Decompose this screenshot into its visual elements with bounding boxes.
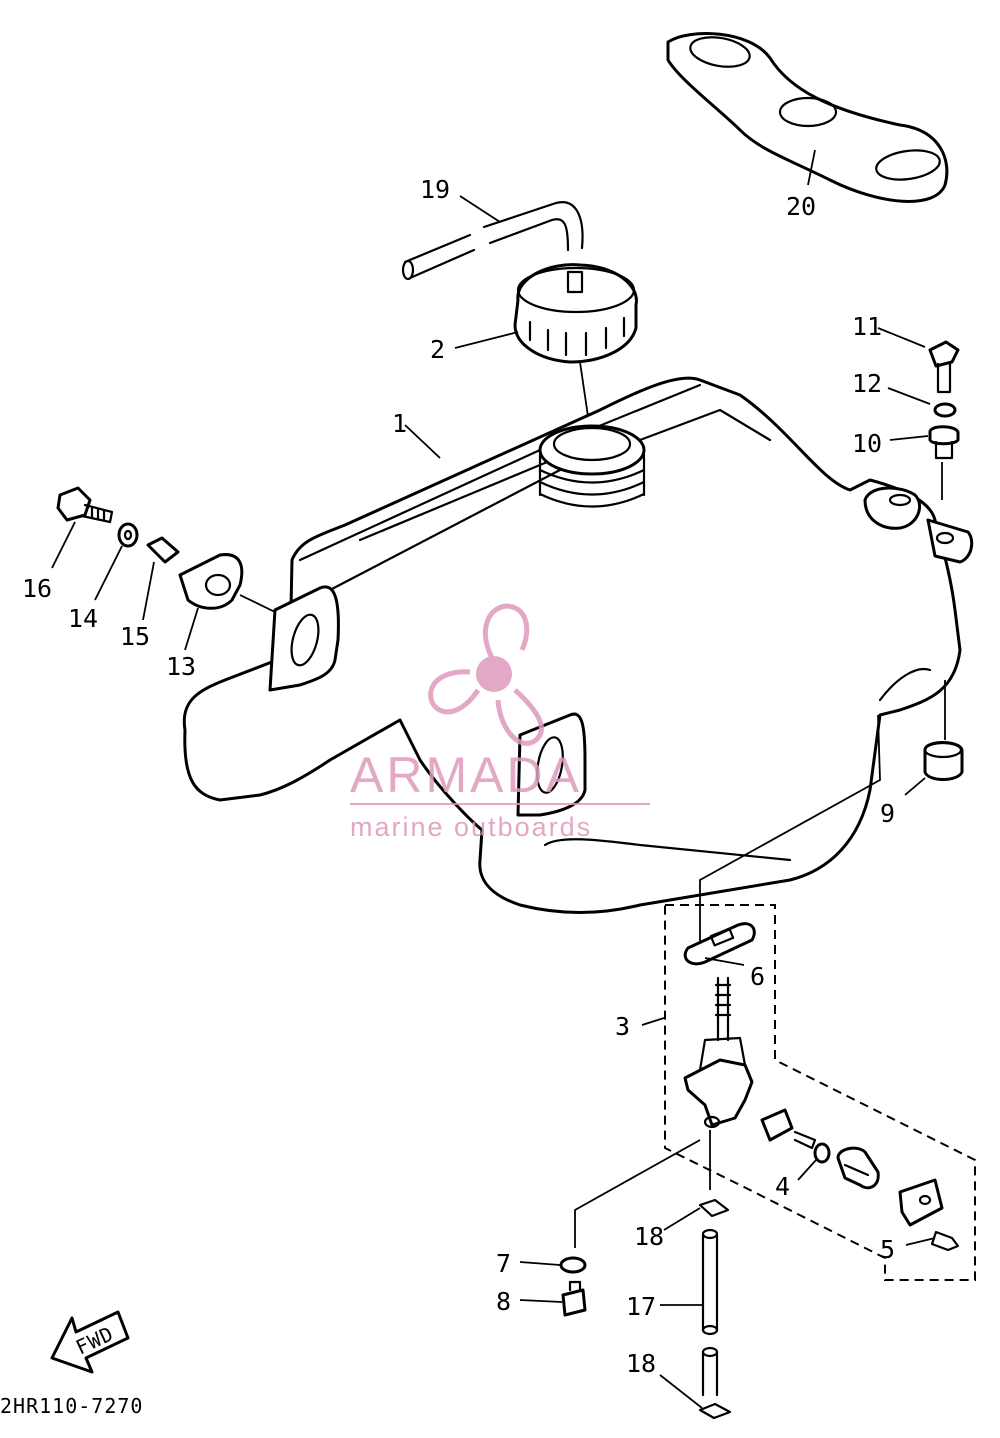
label-20: 20 — [786, 192, 816, 221]
label-6: 6 — [750, 962, 765, 991]
part-9-damper — [923, 741, 964, 781]
label-2: 2 — [430, 335, 445, 364]
label-19: 19 — [420, 175, 450, 204]
propeller-icon — [428, 603, 544, 746]
part-10-collar — [928, 425, 960, 446]
part-13-damper — [178, 553, 244, 610]
label-9: 9 — [880, 799, 895, 828]
label-16: 16 — [22, 574, 52, 603]
label-18-lower: 18 — [626, 1349, 656, 1378]
part-11-bolt — [928, 340, 960, 368]
part-8-screw — [561, 1288, 587, 1317]
part-14-washer — [117, 522, 139, 548]
label-13: 13 — [166, 652, 196, 681]
label-18-upper: 18 — [634, 1222, 664, 1251]
label-5: 5 — [880, 1235, 895, 1264]
label-14: 14 — [68, 604, 98, 633]
part-labels: 1 2 3 4 5 6 7 8 9 10 11 12 13 14 15 16 1… — [22, 175, 895, 1378]
part-1-fuel-tank — [182, 376, 974, 960]
part-18-clip-lower — [698, 1402, 732, 1420]
watermark-logo: ARMADA marine outboards — [350, 603, 650, 842]
label-11: 11 — [852, 312, 882, 341]
label-15: 15 — [120, 622, 150, 651]
part-18-clip-upper — [698, 1198, 730, 1218]
fwd-arrow-icon: FWD — [50, 1310, 130, 1374]
part-2-filler-cap — [513, 263, 638, 431]
watermark-brand: ARMADA — [350, 747, 582, 803]
diagram-reference-code: 2HR110-7270 — [0, 1394, 143, 1418]
part-7-washer — [559, 1256, 587, 1274]
lower-hardware — [559, 1130, 732, 1420]
leader-lines — [51, 149, 936, 1409]
part-4-o-ring — [813, 1142, 831, 1164]
label-3: 3 — [615, 1012, 630, 1041]
part-19-breather-hose — [401, 201, 584, 281]
label-8: 8 — [496, 1287, 511, 1316]
watermark-tagline: marine outboards — [350, 812, 592, 842]
part-12-washer — [933, 402, 957, 418]
left-mount-hardware — [56, 486, 276, 613]
label-17: 17 — [626, 1292, 656, 1321]
part-16-bolt — [56, 486, 92, 522]
label-4: 4 — [775, 1172, 790, 1201]
rear-mount-hardware — [923, 340, 964, 781]
part-15-collar — [146, 536, 180, 564]
label-1: 1 — [392, 409, 407, 438]
label-12: 12 — [852, 369, 882, 398]
part-17-fuel-hose — [701, 1233, 719, 1332]
part-20-tank-pad — [666, 32, 949, 203]
label-10: 10 — [852, 429, 882, 458]
label-7: 7 — [496, 1249, 511, 1278]
part-3-fuel-cock-assembly — [664, 904, 976, 1281]
